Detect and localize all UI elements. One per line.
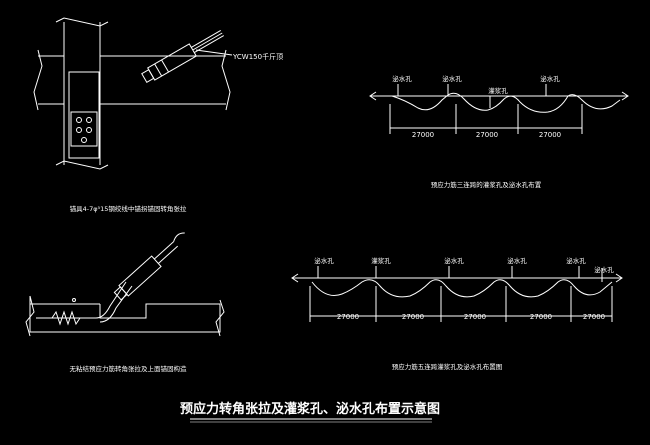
strand-hole: [76, 127, 82, 133]
profile-bottom-hole-label: 泌水孔: [314, 256, 334, 265]
axis-arrow-left: [291, 273, 299, 283]
profile-top-span-label: 27000: [412, 131, 434, 139]
anchor-dot: [72, 298, 76, 302]
profile-bottom-hole-label: 灌浆孔: [371, 256, 391, 265]
jack-leader-line: [195, 49, 233, 56]
tendon-profile: [311, 279, 613, 298]
slab-break-left: [25, 295, 35, 337]
jack-ycw150: [141, 29, 224, 84]
axis-arrow-right: [621, 91, 629, 101]
break-line-right: [221, 49, 231, 111]
jack-label: YCW150千斤顶: [232, 52, 283, 61]
profile-bottom-hole-label: 泌水孔: [444, 256, 464, 265]
profile-top-span-label: 27000: [476, 131, 498, 139]
strand-bend-inner: [99, 285, 133, 323]
profile-top-hole-label: 泌水孔: [442, 74, 462, 83]
profile-top-hole-label: 泌水孔: [392, 74, 412, 83]
profile-bottom-hole-label: 泌水孔: [566, 256, 586, 265]
drawing-title: 预应力转角张拉及灌浆孔、泌水孔布置示意图: [180, 401, 440, 417]
anchor-plate: [70, 111, 98, 147]
break-line-top: [55, 17, 109, 27]
slab-break-right: [215, 299, 225, 337]
break-line-bottom: [55, 160, 109, 170]
slab-outline: [29, 296, 221, 333]
profile-bottom-hole-label: 泌水孔: [594, 265, 614, 274]
jack-lower: [113, 232, 185, 301]
profile-bottom-span-label: 27000: [337, 313, 359, 321]
profile-bottom-span-label: 27000: [530, 313, 552, 321]
axis-arrow-right: [615, 273, 623, 283]
profile-top-hole-label: 灌浆孔: [488, 86, 508, 95]
axis-arrow-left: [369, 91, 377, 101]
break-line-left: [33, 49, 43, 111]
caption-bottom-right: 预应力筋五连跨灌浆孔及泌水孔布置图: [392, 362, 503, 371]
strand-hole: [76, 117, 82, 123]
tendon-profile: [391, 92, 621, 113]
detail-corner-anchorage: [33, 17, 233, 170]
profile-bottom-span-label: 27000: [583, 313, 605, 321]
caption-top-right: 预应力筋三连跨的灌浆孔及泌水孔布置: [431, 180, 542, 189]
strand-hole: [86, 117, 92, 123]
profile-five-span: [291, 266, 623, 322]
profile-three-span: [369, 84, 629, 134]
profile-bottom-span-label: 27000: [464, 313, 486, 321]
anchor-block: [68, 71, 100, 159]
profile-top-hole-label: 泌水孔: [540, 74, 560, 83]
caption-top-left: 锚具4-7φ⁵15钢绞线中锚拐锚固转角张拉: [70, 204, 187, 213]
strand-hole: [81, 137, 87, 143]
profile-top-span-label: 27000: [539, 131, 561, 139]
detail-unbonded-corner: [25, 232, 225, 337]
profile-bottom-span-label: 27000: [402, 313, 424, 321]
strand-bend: [95, 281, 127, 319]
profile-bottom-hole-label: 泌水孔: [507, 256, 527, 265]
strand-hole: [86, 127, 92, 133]
caption-bottom-left: 无粘结预应力筋转角张拉及上面锚固构造: [70, 364, 188, 373]
